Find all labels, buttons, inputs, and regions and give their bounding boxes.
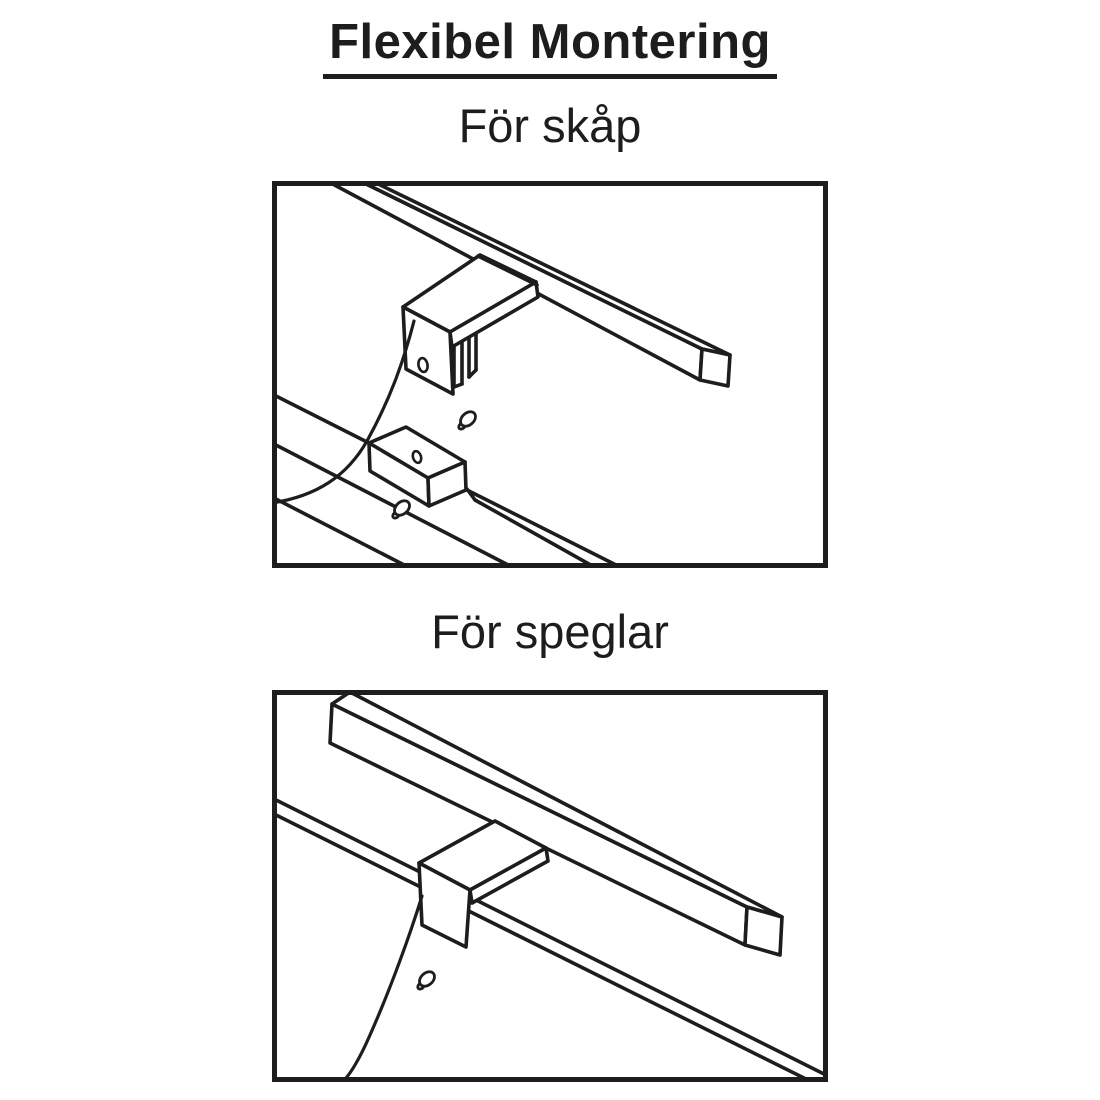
mirror-mounting-illustration <box>272 690 828 1082</box>
section-caption-cabinet: För skåp <box>458 99 642 152</box>
screw-icon <box>457 410 477 431</box>
page-title: Flexibel Montering <box>0 14 1100 79</box>
bar-end-cap <box>743 905 784 957</box>
panel-border <box>272 181 828 568</box>
panel-border <box>272 690 828 1082</box>
adapter-block <box>367 425 468 508</box>
block-screw-hole <box>411 449 423 465</box>
light-bar <box>328 690 784 957</box>
cabinet-edge <box>272 392 624 568</box>
screw-icon <box>416 970 436 991</box>
mirror-edge <box>272 796 828 1082</box>
clamp-bracket <box>417 819 550 949</box>
section-caption-mirror: För speglar <box>431 605 669 658</box>
cabinet-mounting-illustration <box>272 181 828 568</box>
mounting-bracket <box>401 253 540 396</box>
bar-end-cap <box>698 347 732 388</box>
screw-icon <box>391 499 411 520</box>
power-cable <box>272 319 416 505</box>
bracket-slot-prongs <box>452 332 478 389</box>
bracket-screw-hole <box>417 356 429 374</box>
power-cable <box>341 894 424 1082</box>
page-title-text: Flexibel Montering <box>323 14 777 79</box>
